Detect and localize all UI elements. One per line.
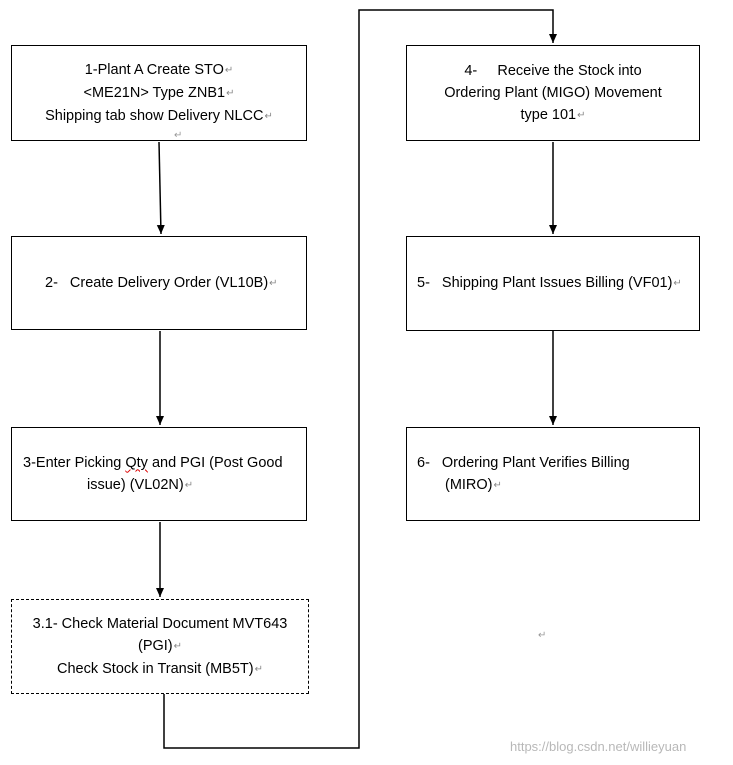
step-2-box: 2-Create Delivery Order (VL10B)↵ <box>11 236 307 330</box>
step-3-box: 3-Enter Picking Qty and PGI (Post Good i… <box>11 427 307 521</box>
step-2-line: 2-Create Delivery Order (VL10B)↵ <box>45 274 278 291</box>
step-3-line-1: 3-Enter Picking Qty and PGI (Post Good <box>23 454 283 471</box>
step-4-line-1: 4- Receive the Stock into <box>464 62 642 79</box>
step-4-box: 4- Receive the Stock into Ordering Plant… <box>406 45 700 141</box>
step-3-line-2: issue) (VL02N)↵ <box>87 476 194 493</box>
step-3-1-box: 3.1- Check Material Document MVT643 (PGI… <box>11 599 309 694</box>
step-4-line-2: Ordering Plant (MIGO) Movement <box>444 84 662 101</box>
step-6-line-2: (MIRO)↵ <box>445 476 502 493</box>
step-1-line-1: 1-Plant A Create STO↵ <box>84 61 234 78</box>
step-3-1-line-2: (PGI)↵ <box>137 637 183 654</box>
step-1-line-2: <ME21N> Type ZNB1↵ <box>83 84 235 101</box>
arrow-1-to-2 <box>156 141 165 235</box>
step-1-box: 1-Plant A Create STO↵ <ME21N> Type ZNB1↵… <box>11 45 307 141</box>
stray-mark-2: ↵ <box>538 630 547 641</box>
stray-mark-1: ↵ <box>174 130 183 141</box>
step-5-box: 5-Shipping Plant Issues Billing (VF01)↵ <box>406 236 700 331</box>
step-4-line-3: type 101↵ <box>520 106 586 123</box>
step-3-1-line-1: 3.1- Check Material Document MVT643 <box>32 615 288 632</box>
step-1-line-3: Shipping tab show Delivery NLCC↵ <box>45 107 273 124</box>
watermark: https://blog.csdn.net/willieyuan <box>510 739 687 754</box>
connector-31-to-4 <box>163 9 557 749</box>
step-5-line: 5-Shipping Plant Issues Billing (VF01)↵ <box>417 275 682 291</box>
step-6-line-1: 6-Ordering Plant Verifies Billing <box>417 454 630 471</box>
step-3-1-line-3: Check Stock in Transit (MB5T)↵ <box>57 660 263 677</box>
step-6-box: 6-Ordering Plant Verifies Billing (MIRO)… <box>406 427 700 521</box>
